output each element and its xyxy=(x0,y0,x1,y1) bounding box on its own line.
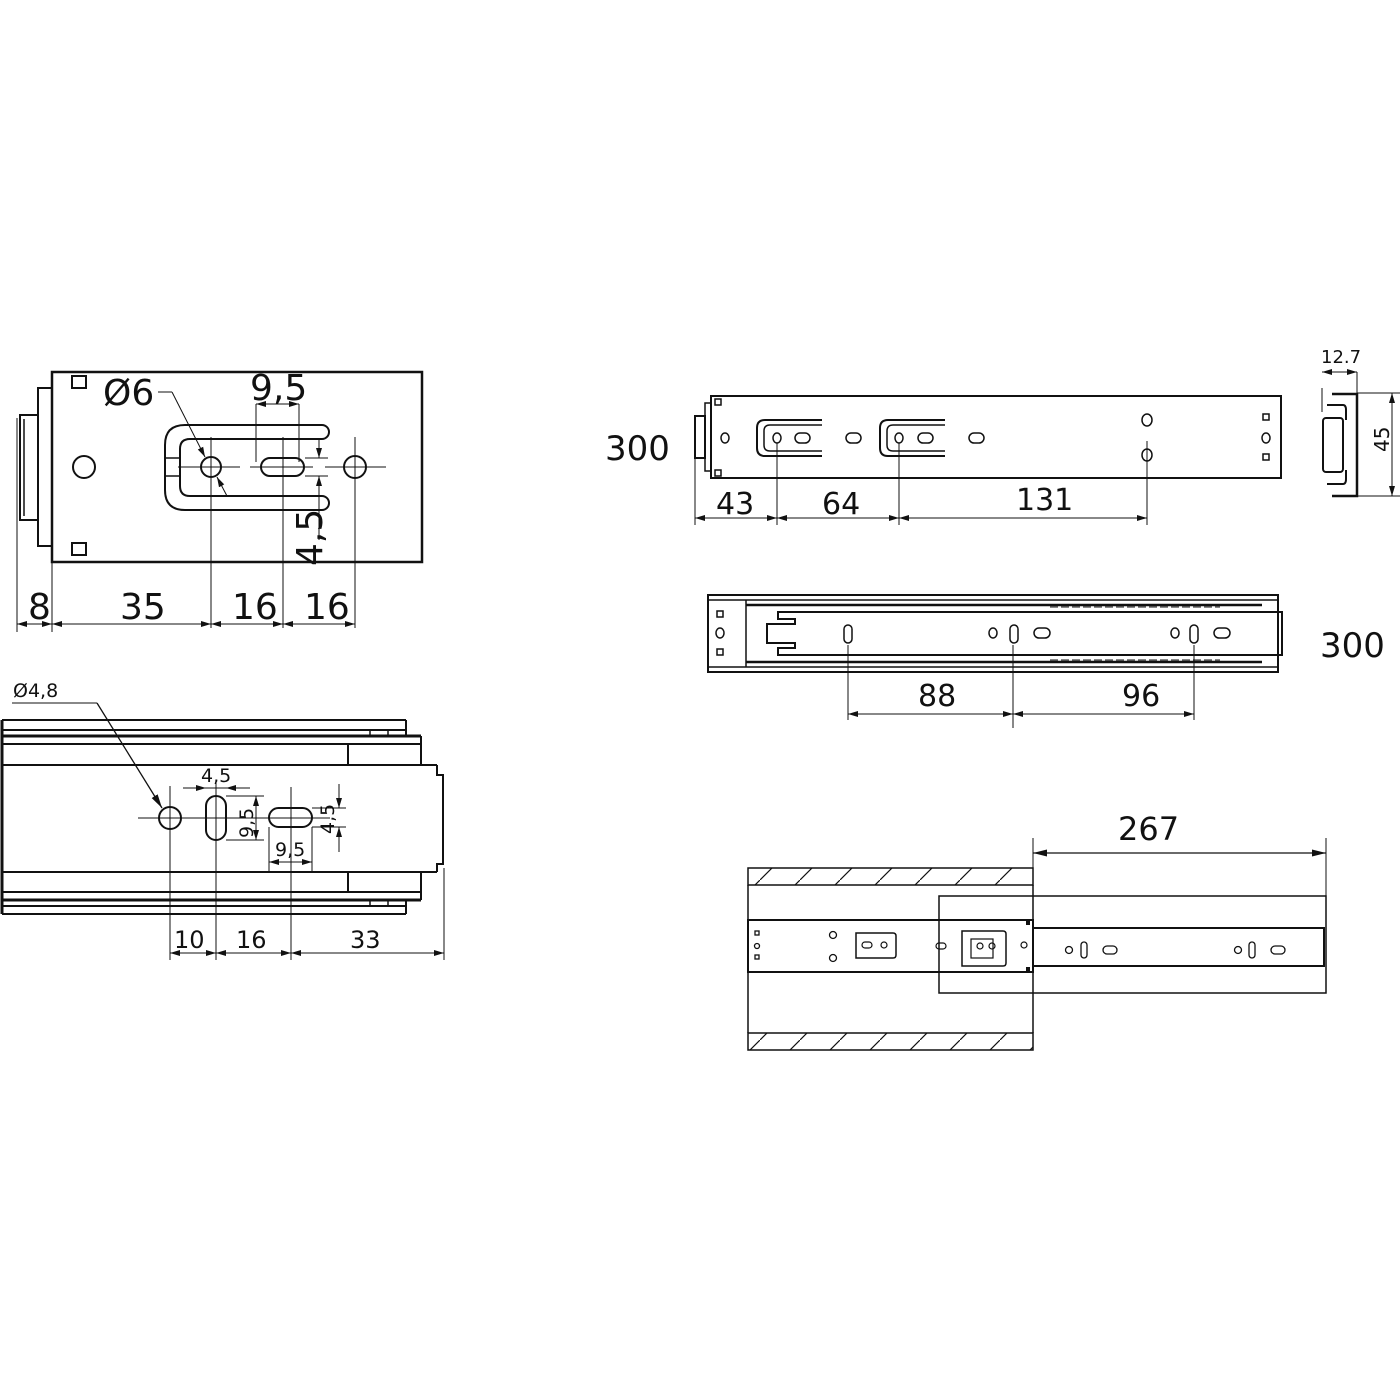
side-view-top: 300 43 64 131 xyxy=(605,395,1282,525)
dim-label: 88 xyxy=(918,679,956,714)
dim-label: 35 xyxy=(120,587,166,628)
slot-width-label: 9,5 xyxy=(250,368,307,409)
dim-label: 10 xyxy=(174,926,205,954)
cross-section: 12.7 45 xyxy=(1321,347,1400,498)
dim-label: 16 xyxy=(304,587,350,628)
height-label: 45 xyxy=(1370,427,1394,452)
dim-label: 16 xyxy=(232,587,278,628)
extension-view: 267 xyxy=(747,810,1327,1051)
dim-label: 64 xyxy=(822,487,860,522)
side-view-middle: 300 88 96 xyxy=(707,594,1385,728)
length-label: 300 xyxy=(1320,626,1385,666)
hslot-width-label: 9,5 xyxy=(275,839,305,861)
dim-label: 96 xyxy=(1122,679,1160,714)
dim-label: 16 xyxy=(236,926,267,954)
vslot-height-label: 9,5 xyxy=(236,808,258,838)
dim-label: 43 xyxy=(716,487,754,522)
extension-label: 267 xyxy=(1118,810,1179,848)
hole-diameter-label: Ø4,8 xyxy=(13,680,58,702)
dim-label: 131 xyxy=(1016,483,1073,518)
width-label: 12.7 xyxy=(1321,347,1361,368)
length-label: 300 xyxy=(605,429,670,469)
detail-top-left: Ø6 9,5 4,5 8 35 16 16 xyxy=(16,368,424,632)
hole-diameter-label: Ø6 xyxy=(103,373,154,414)
dim-label: 33 xyxy=(350,926,381,954)
dim-label: 8 xyxy=(28,587,51,628)
vslot-width-label: 4,5 xyxy=(201,765,231,787)
hslot-height-label: 4,5 xyxy=(317,804,339,834)
detail-bottom-left: Ø4,8 4,5 9,5 9,5 4,5 10 16 33 xyxy=(0,680,445,960)
slot-height-label: 4,5 xyxy=(290,509,331,566)
